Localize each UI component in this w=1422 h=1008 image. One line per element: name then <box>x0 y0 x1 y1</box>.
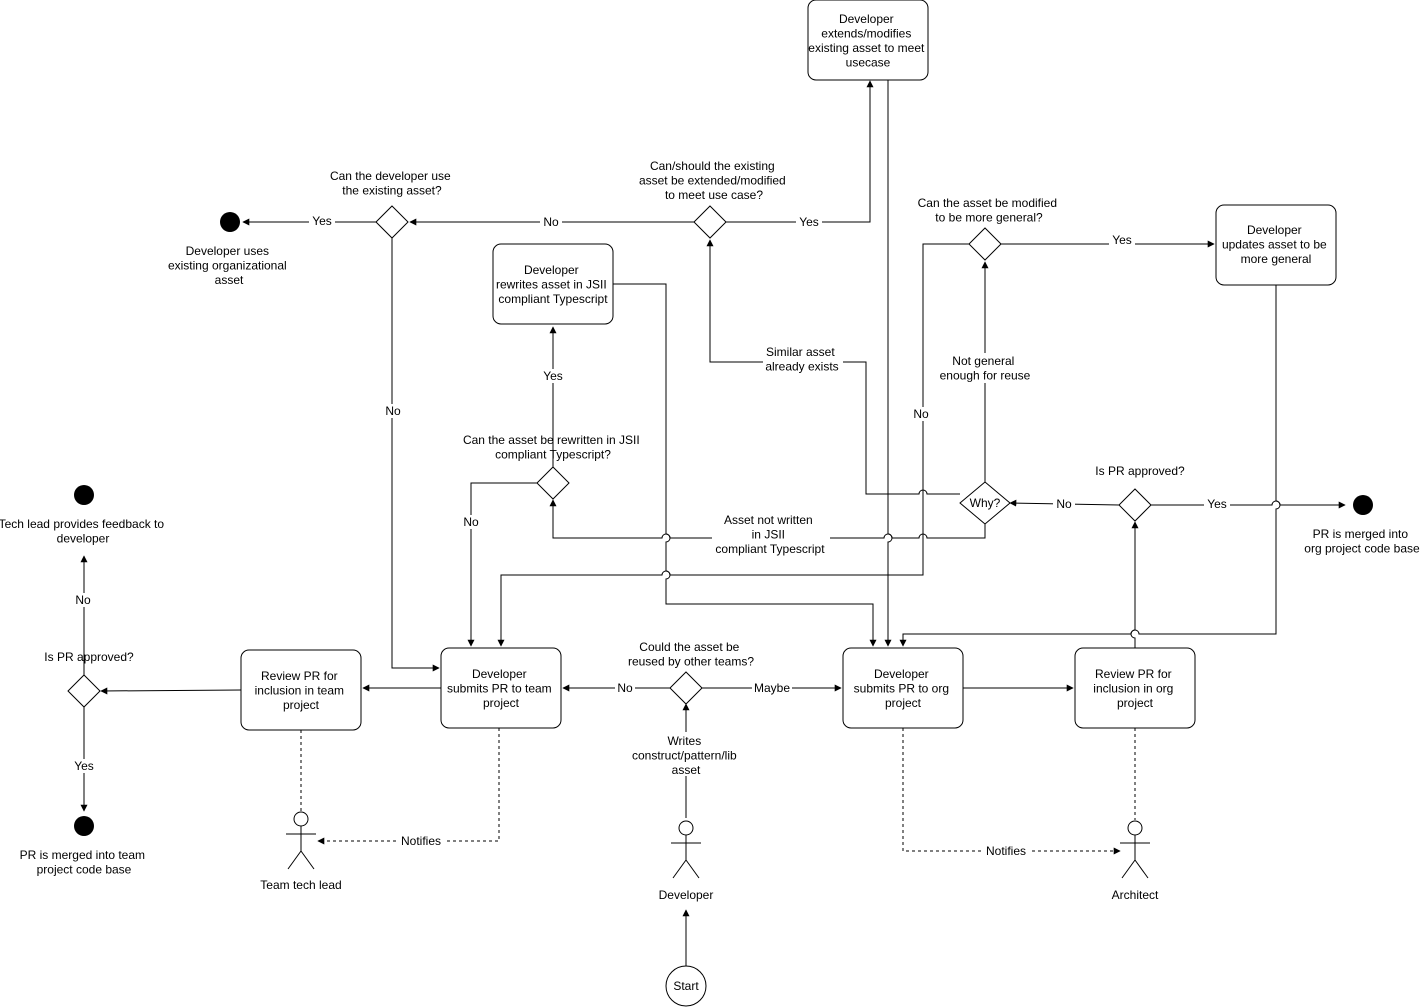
edge-review-approved-org <box>1130 521 1139 648</box>
why-label: Why? <box>970 496 1001 510</box>
end-org-merged-label: PR is merged into org project code base <box>1304 527 1420 556</box>
extend-box <box>807 0 929 81</box>
extend-decision <box>693 205 727 239</box>
architect-actor-icon <box>1120 820 1150 879</box>
reuse-question: Could the asset be reused by other teams… <box>628 640 754 669</box>
edge-why-similar-extend <box>706 239 960 495</box>
label-extend-no: No <box>543 215 559 229</box>
edge-extend-yes <box>726 80 874 223</box>
label-reuse-no: No <box>617 681 633 695</box>
review-org-box <box>1074 647 1196 729</box>
writes-asset-label: Writes construct/pattern/lib asset <box>632 734 740 777</box>
label-extend-yes: Yes <box>799 215 819 229</box>
edge-org-yes-merged <box>1151 500 1346 509</box>
edge-review-approved-team <box>100 687 242 695</box>
edge-notifies-architect <box>902 728 1121 855</box>
end-feedback-node <box>74 485 94 505</box>
end-feedback-label: Tech lead provides feedback to developer <box>0 517 167 546</box>
reuse-decision <box>669 671 703 705</box>
end-team-merged-node <box>74 816 94 836</box>
review-team-label: Review PR for inclusion in team project <box>255 669 348 712</box>
label-team-yes: Yes <box>74 759 94 773</box>
edge-generalbox-org <box>899 285 1281 647</box>
label-notifies-team: Notifies <box>401 834 441 848</box>
rewrite-box <box>492 243 614 325</box>
label-notifies-org: Notifies <box>986 844 1026 858</box>
tech-lead-actor-label: Team tech lead <box>260 878 341 892</box>
team-approved-question: Is PR approved? <box>44 650 134 664</box>
label-org-no: No <box>1056 497 1072 511</box>
developer-actor-label: Developer <box>659 888 714 902</box>
end-team-merged-label: PR is merged into team project code base <box>20 848 149 877</box>
submit-team-label: Developer submits PR to team project <box>447 667 555 710</box>
org-approved-decision <box>1118 488 1152 522</box>
general-decision <box>968 227 1002 261</box>
label-rewrite-yes: Yes <box>543 369 563 383</box>
label-not-general: Not general enough for reuse <box>940 354 1031 383</box>
review-team-box <box>240 649 362 731</box>
submit-org-box <box>842 647 964 729</box>
edge-labels: No Maybe Notifies Notifies No Yes No Yes… <box>71 214 1230 858</box>
why-decision <box>959 481 1011 525</box>
org-approved-question: Is PR approved? <box>1095 464 1185 478</box>
label-not-jsii: Asset not written in JSII compliant Type… <box>715 513 825 556</box>
label-general-no: No <box>913 407 929 421</box>
label-org-yes: Yes <box>1207 497 1227 511</box>
label-use-no: No <box>385 404 401 418</box>
start-node <box>665 965 707 1007</box>
edge-rewrite-no <box>467 482 538 647</box>
general-question: Can the asset be modified to be more gen… <box>918 196 1061 225</box>
rewrite-box-label: Developer rewrites asset in JSII complia… <box>496 263 610 306</box>
general-box-label: Developer updates asset to be more gener… <box>1222 223 1330 266</box>
submit-org-label: Developer submits PR to org project <box>854 667 953 710</box>
edge-extendbox-org <box>884 80 893 647</box>
end-use-existing-node <box>220 212 240 232</box>
edge-rewritebox-org <box>613 283 877 647</box>
extend-box-label: Developer extends/modifies existing asse… <box>808 12 927 70</box>
label-similar-asset: Similar asset already exists <box>765 345 838 374</box>
extend-question: Can/should the existing asset be extende… <box>639 159 789 202</box>
label-reuse-maybe: Maybe <box>754 681 790 695</box>
label-general-yes: Yes <box>1112 233 1132 247</box>
general-box <box>1215 204 1337 286</box>
use-existing-decision <box>375 205 409 239</box>
edge-notifies-techlead <box>317 728 500 845</box>
label-rewrite-no: No <box>463 515 479 529</box>
edge-general-no <box>497 243 969 647</box>
end-org-merged-node <box>1353 495 1373 515</box>
rewrite-question: Can the asset be rewritten in JSII compl… <box>463 433 643 462</box>
rewrite-decision <box>536 466 570 500</box>
submit-team-box <box>440 647 562 729</box>
label-team-no: No <box>75 593 91 607</box>
review-org-label: Review PR for inclusion in org project <box>1093 667 1176 710</box>
start-label: Start <box>673 979 699 993</box>
label-use-yes: Yes <box>312 214 332 228</box>
tech-lead-actor-icon <box>286 811 316 870</box>
architect-actor-label: Architect <box>1112 888 1159 902</box>
edge-use-no <box>391 238 440 672</box>
use-existing-question: Can the developer use the existing asset… <box>330 169 454 198</box>
end-use-existing-label: Developer uses existing organizational a… <box>168 244 290 287</box>
team-approved-decision <box>67 674 101 708</box>
edges <box>80 80 1346 966</box>
developer-actor-icon <box>671 820 701 879</box>
